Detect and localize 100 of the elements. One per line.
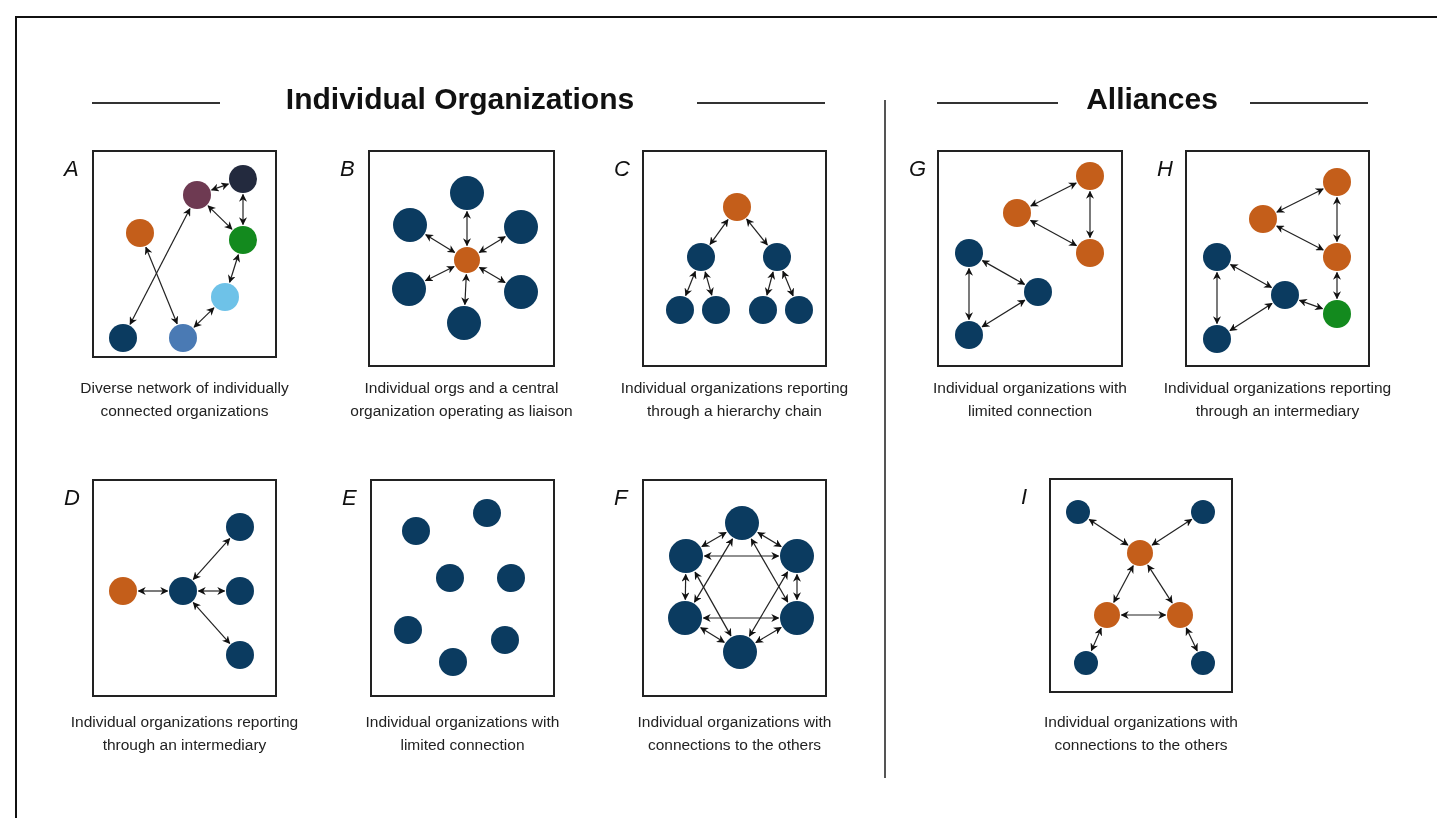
organization-circle: [228, 225, 257, 254]
organization-circle: [1166, 601, 1193, 628]
panel-caption: Individual organizations reporting through a hierarchy chain: [619, 378, 850, 421]
organization-circle: [401, 516, 430, 545]
section-heading: Individual Organizations: [285, 82, 635, 116]
panel-letter: B: [340, 156, 355, 182]
organization-circle: [665, 295, 694, 324]
organization-circle: [225, 576, 254, 605]
organization-circle: [503, 209, 538, 244]
double-arrow: [228, 254, 240, 283]
organization-circle: [125, 218, 154, 247]
panel-letter: G: [909, 156, 927, 182]
organization-circle: [762, 242, 791, 271]
panel-caption: Individual organizations with limited connection: [364, 712, 561, 755]
panel-caption: Individual organizations reporting through an intermediary: [1162, 378, 1393, 421]
double-arrow: [1120, 611, 1167, 619]
double-arrow: [693, 538, 734, 603]
double-arrow: [239, 193, 247, 226]
organization-circle: [954, 238, 983, 267]
double-arrow: [703, 271, 714, 296]
double-arrow: [981, 260, 1026, 285]
organization-circle: [668, 538, 703, 573]
organization-circle: [1202, 324, 1231, 353]
double-arrow: [424, 265, 455, 282]
organization-circle: [108, 576, 137, 605]
organization-circle: [503, 274, 538, 309]
double-arrow: [1029, 219, 1078, 247]
organization-circle: [1248, 204, 1277, 233]
organization-circle: [724, 505, 759, 540]
organization-circle: [1270, 280, 1299, 309]
double-arrow: [748, 571, 789, 637]
organization-circle: [496, 563, 525, 592]
organization-circle: [1075, 238, 1104, 267]
double-arrow: [478, 266, 506, 284]
double-arrow: [703, 552, 780, 560]
double-arrow: [425, 234, 456, 253]
double-arrow: [757, 531, 782, 548]
panel-letter: I: [1021, 484, 1028, 510]
double-arrow: [461, 273, 470, 306]
double-arrow: [684, 270, 697, 297]
double-arrow: [144, 246, 179, 325]
organization-circle: [438, 647, 467, 676]
panel-caption: Individual orgs and a central organization operating as liaison: [349, 378, 574, 421]
double-arrow: [793, 573, 801, 601]
double-arrow: [1086, 190, 1094, 239]
double-arrow: [192, 601, 231, 645]
organization-circle: [1322, 167, 1351, 196]
organization-circle: [1322, 299, 1351, 328]
organization-circle: [1322, 242, 1351, 271]
double-arrow: [1213, 271, 1221, 325]
panel-caption: Individual organizations with limited connection: [932, 378, 1128, 421]
double-arrow: [197, 587, 226, 595]
double-arrow: [1088, 518, 1129, 546]
organization-circle: [701, 295, 730, 324]
double-arrow: [702, 614, 780, 622]
organization-circle: [1093, 601, 1120, 628]
organization-circle: [748, 295, 777, 324]
double-arrow: [700, 627, 725, 643]
panel-letter: D: [64, 485, 80, 511]
double-arrow: [192, 537, 231, 581]
organization-circle: [722, 192, 751, 221]
double-arrow: [1113, 565, 1134, 603]
organization-circle: [1190, 499, 1215, 524]
double-arrow: [694, 571, 732, 637]
double-arrow: [1090, 627, 1102, 652]
double-arrow: [981, 299, 1026, 328]
section-heading: Alliances: [1086, 82, 1218, 116]
organization-circle: [225, 640, 254, 669]
organization-circle: [784, 295, 813, 324]
organization-circle: [393, 615, 422, 644]
double-arrow: [764, 271, 776, 296]
double-arrow: [129, 208, 191, 325]
organization-circle: [1023, 277, 1052, 306]
organization-circle: [449, 175, 484, 210]
organization-circle: [1190, 650, 1215, 675]
organization-circle: [779, 600, 814, 635]
panel-letter: E: [342, 485, 357, 511]
organization-circle: [954, 320, 983, 349]
double-arrow: [210, 182, 230, 192]
double-arrow: [478, 236, 506, 254]
double-arrow: [193, 307, 215, 328]
organization-circle: [1075, 161, 1104, 190]
organization-circle: [1202, 242, 1231, 271]
organization-circle: [686, 242, 715, 271]
double-arrow: [746, 218, 768, 246]
organization-circle: [779, 538, 814, 573]
double-arrow: [701, 531, 727, 548]
organization-circle: [722, 634, 757, 669]
organization-circle: [210, 282, 239, 311]
organization-circle: [1002, 198, 1031, 227]
organization-circle: [182, 180, 211, 209]
double-arrow: [463, 210, 471, 247]
organization-circle: [490, 625, 519, 654]
double-arrow: [1185, 627, 1198, 652]
organization-circle: [1126, 539, 1153, 566]
organization-circle: [1073, 650, 1098, 675]
organization-circle: [168, 576, 197, 605]
organization-circle: [435, 563, 464, 592]
double-arrow: [1147, 564, 1173, 604]
panel-letter: F: [614, 485, 628, 511]
